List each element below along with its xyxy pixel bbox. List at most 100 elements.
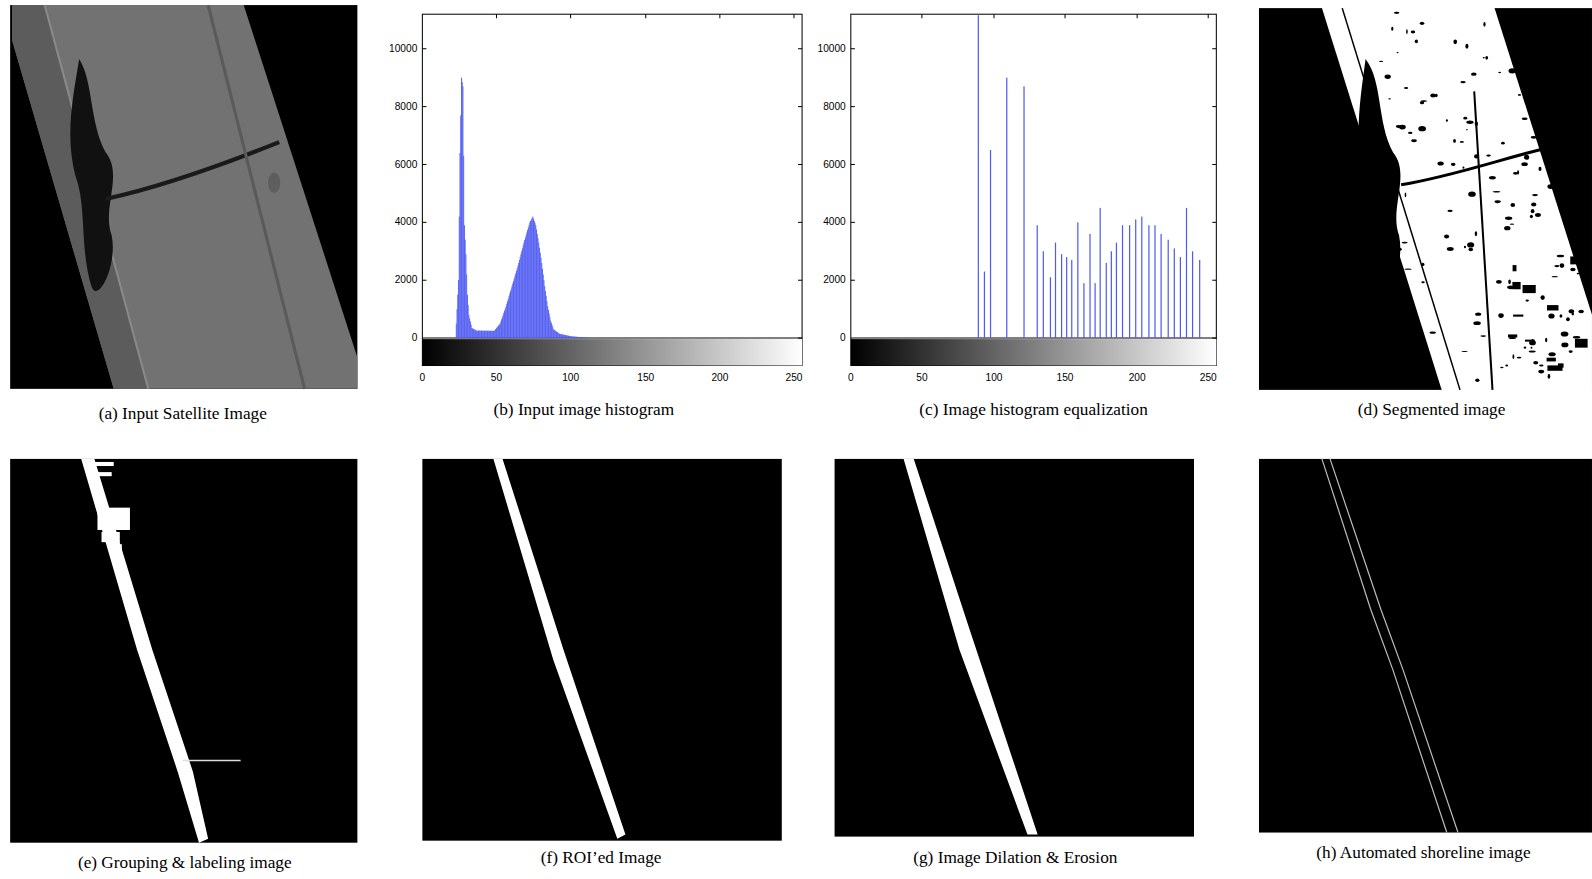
segment-speck — [1585, 87, 1590, 90]
segment-speck — [1463, 117, 1467, 120]
histogram-bar — [461, 82, 463, 338]
axis-tick-label: 0 — [840, 332, 846, 344]
histogram-bar — [557, 333, 559, 338]
histogram-bar — [465, 254, 467, 338]
histogram-bar — [574, 337, 576, 338]
segment-speck — [1418, 126, 1426, 131]
histogram-bar — [579, 337, 581, 338]
segment-speck — [1559, 28, 1565, 30]
histogram-bar — [569, 336, 571, 338]
histogram-bar — [466, 274, 468, 338]
histogram-bar — [489, 331, 491, 338]
histogram-bar — [554, 331, 556, 339]
histogram-bar — [463, 225, 465, 338]
segment-speck — [1512, 354, 1514, 359]
segment-speck — [1379, 355, 1382, 357]
segment-speck — [1429, 331, 1435, 333]
histogram-bar — [578, 337, 580, 338]
segment-speck — [1473, 321, 1481, 325]
segment-speck — [1545, 338, 1547, 342]
histogram-bar — [585, 337, 587, 339]
histogram-bar — [588, 337, 590, 338]
segment-speck — [1554, 265, 1559, 267]
segment-speck — [1560, 314, 1563, 317]
histogram-bar — [568, 336, 570, 338]
segment-speck — [1396, 52, 1398, 53]
histogram-bar — [1111, 251, 1112, 338]
segment-speck — [1417, 372, 1422, 376]
histogram-bar — [536, 234, 538, 338]
segment-speck — [1530, 215, 1533, 218]
histogram-bar — [463, 156, 465, 338]
segment-speck — [1547, 305, 1558, 310]
segment-speck — [1475, 379, 1479, 382]
histogram-bar — [539, 253, 541, 338]
histogram-bar — [1141, 217, 1142, 339]
segment-speck — [1522, 118, 1528, 120]
histogram-bar — [533, 219, 535, 338]
histogram-bar — [1135, 219, 1136, 338]
segment-speck — [1493, 191, 1501, 193]
segment-speck — [1474, 154, 1479, 158]
histogram-bar — [472, 329, 474, 338]
histogram-bar — [1168, 240, 1169, 338]
histogram-bar — [472, 328, 474, 338]
histogram-bar — [570, 336, 572, 338]
segment-speck — [1568, 31, 1572, 34]
segment-speck — [1551, 136, 1559, 139]
histogram-bar — [572, 336, 574, 338]
histogram-bar — [467, 305, 469, 338]
histogram-bar — [489, 331, 491, 338]
segment-speck — [1411, 139, 1417, 142]
histogram-bar — [1094, 283, 1095, 338]
histogram-bar — [462, 86, 464, 338]
histogram-bar — [570, 336, 572, 338]
segment-speck — [1562, 98, 1566, 103]
segment-speck — [1569, 309, 1574, 313]
segment-speck — [1539, 364, 1543, 366]
histogram-bar — [470, 325, 472, 338]
histogram-bar — [494, 330, 496, 338]
segment-speck — [1389, 298, 1395, 302]
segment-speck — [1525, 340, 1535, 342]
segment-speck — [1570, 256, 1586, 264]
histogram-bar — [555, 331, 557, 338]
segment-speck — [1498, 313, 1503, 318]
segment-speck — [1386, 325, 1388, 327]
axis-tick-label: 8000 — [395, 101, 418, 113]
histogram-bar — [481, 331, 483, 338]
segment-speck — [1578, 310, 1584, 313]
segment-speck — [1466, 129, 1468, 130]
segment-speck — [1563, 219, 1567, 223]
histogram-bar — [1148, 225, 1149, 338]
segment-speck — [1475, 231, 1477, 236]
segment-speck — [1547, 74, 1549, 78]
histogram-bar — [542, 274, 544, 338]
histogram-bar — [498, 325, 500, 338]
histogram-bar — [492, 331, 494, 338]
segment-speck — [1531, 136, 1537, 139]
axis-tick-label: 250 — [1200, 372, 1217, 384]
histogram-bar — [544, 286, 546, 338]
shoreline-image — [1259, 459, 1592, 833]
axis-tick-label: 150 — [1057, 372, 1074, 384]
segment-speck — [1529, 350, 1536, 352]
segment-speck — [1462, 167, 1464, 169]
histogram-bar — [561, 334, 563, 338]
histogram-bar — [1077, 222, 1078, 338]
satellite-image — [10, 5, 357, 389]
histogram-bar — [562, 335, 564, 339]
segment-speck — [1541, 295, 1545, 300]
histogram-bar — [1037, 225, 1038, 338]
segment-speck — [1533, 361, 1538, 365]
axis-tick-label: 4000 — [823, 216, 846, 228]
segment-speck — [1444, 235, 1449, 239]
segment-speck — [1466, 121, 1473, 124]
segment-speck — [1535, 58, 1539, 62]
histogram-bar — [485, 331, 487, 338]
segment-speck — [1483, 22, 1485, 27]
segment-speck — [1531, 347, 1533, 349]
segment-speck — [1560, 263, 1565, 268]
